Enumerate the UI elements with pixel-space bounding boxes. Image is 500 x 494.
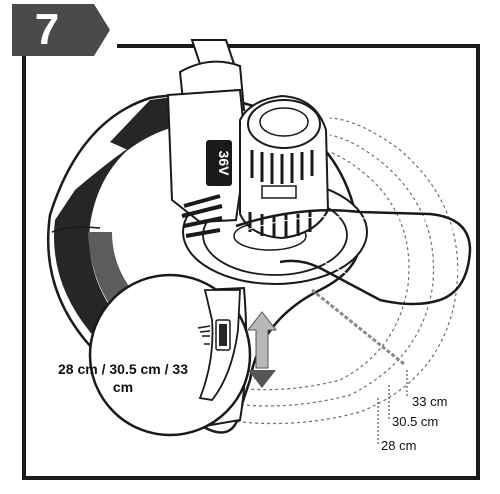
edge-guard-wire — [235, 209, 472, 306]
cutting-line — [311, 288, 405, 366]
callout-length-label: 28 cm / 30.5 cm / 33 cm — [58, 361, 188, 395]
adjustment-arrow — [246, 311, 278, 388]
motor-housing: 36V — [166, 88, 330, 240]
height-selector-callout — [88, 273, 252, 437]
battery-voltage: 36V — [216, 151, 232, 177]
battery-pack — [206, 140, 232, 186]
frame — [22, 32, 480, 480]
cutting-radius-arcs — [149, 117, 459, 425]
dimension-label-28: 28 cm — [381, 438, 417, 453]
height-selector-switch — [219, 324, 227, 346]
dimension-label-30-5: 30.5 cm — [392, 414, 439, 429]
step-badge — [12, 4, 110, 56]
dimension-leaders — [377, 370, 408, 445]
dimension-label-33: 33 cm — [412, 394, 448, 409]
step-number: 7 — [34, 5, 60, 54]
